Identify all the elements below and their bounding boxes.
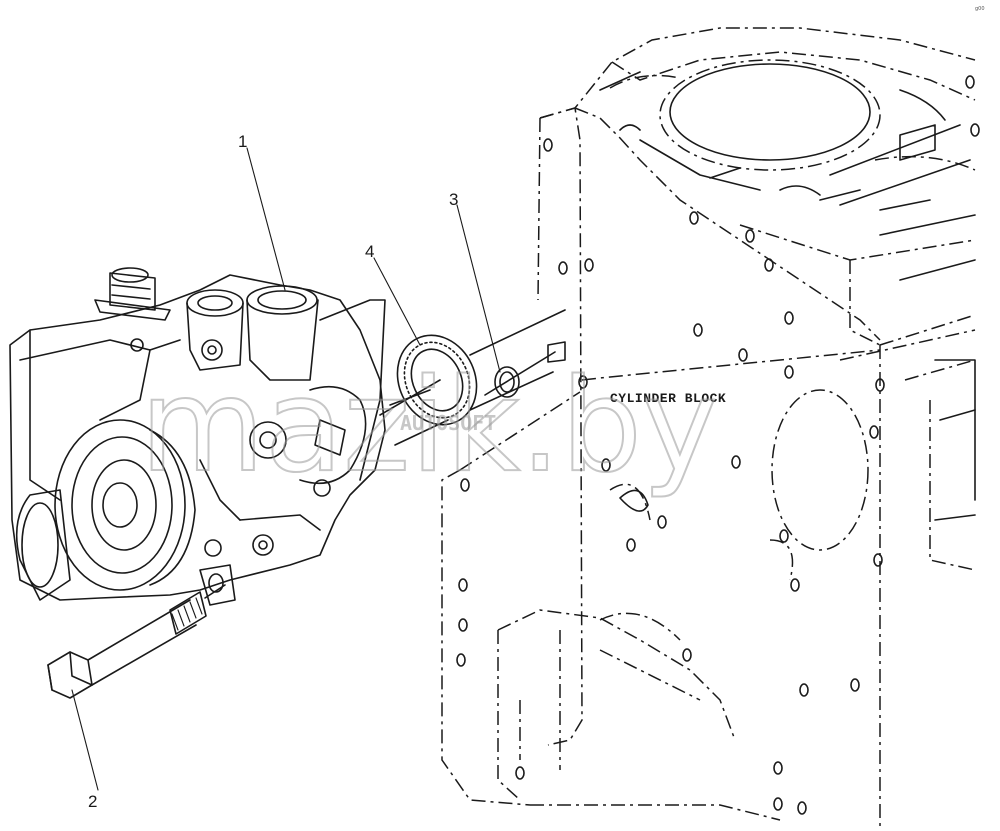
- leader-4: [373, 257, 421, 346]
- cylinder-block-label: CYLINDER BLOCK: [610, 391, 726, 406]
- watermark-subtext: AUTOSOFT: [400, 411, 496, 435]
- watermark: mazik.by AUTOSOFT: [139, 351, 719, 502]
- o-ring-part-3: [494, 366, 520, 398]
- callout-2: 2: [88, 792, 97, 811]
- cylinder-block: [441, 27, 980, 830]
- leader-2: [71, 689, 99, 791]
- alignment-lines: [204, 309, 566, 599]
- callout-3: 3: [449, 190, 458, 209]
- bolt-part-2: [47, 591, 207, 699]
- callout-numbers: 1 2 3 4: [88, 132, 458, 811]
- leader-1: [246, 147, 286, 291]
- gasket-part-4: [396, 334, 478, 426]
- block-bolt-holes: [456, 75, 980, 815]
- callout-leaders: [71, 147, 501, 791]
- corner-mark: g00: [975, 6, 985, 12]
- callout-1: 1: [238, 132, 247, 151]
- water-pump-part-1: [9, 267, 386, 606]
- watermark-text: mazik.by: [140, 352, 718, 501]
- leader-3: [456, 204, 501, 373]
- callout-4: 4: [365, 242, 374, 261]
